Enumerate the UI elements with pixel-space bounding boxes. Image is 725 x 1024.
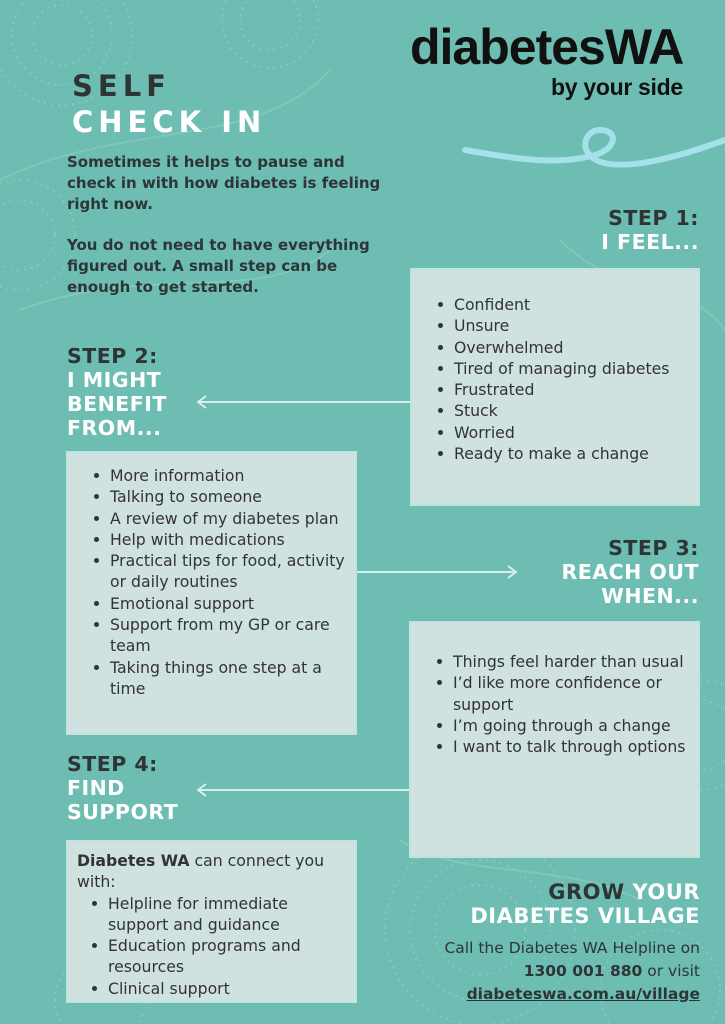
list-item: Taking things one step at a time <box>94 657 345 700</box>
list-item: Unsure <box>438 315 686 336</box>
helpline-phone-line: 1300 001 880 or visit <box>444 960 700 983</box>
page-title-line2: CHECK IN <box>72 105 267 139</box>
step4-lead: Diabetes WA can connect you with: <box>77 850 345 893</box>
logo-swirl <box>462 126 725 168</box>
helpline-or-visit: or visit <box>642 962 700 980</box>
list-item: I’d like more confidence or support <box>437 672 688 715</box>
step4-heading-line1: FIND <box>67 776 125 800</box>
step3-box: Things feel harder than usual I’d like m… <box>409 621 700 858</box>
list-item: Stuck <box>438 400 686 421</box>
helpline-info: Call the Diabetes WA Helpline on 1300 00… <box>444 937 700 1006</box>
step1-list: Confident Unsure Overwhelmed Tired of ma… <box>434 294 686 464</box>
list-item: Clinical support <box>92 978 345 999</box>
list-item: Tired of managing diabetes <box>438 358 686 379</box>
village-link[interactable]: diabeteswa.com.au/village <box>466 985 700 1003</box>
step2-box: More information Talking to someone A re… <box>66 451 357 735</box>
list-item: Practical tips for food, activity or dai… <box>94 551 345 592</box>
step1-label: STEP 1: <box>608 206 699 230</box>
village-your: YOUR <box>624 880 700 904</box>
list-item: Education programs and resources <box>92 935 345 978</box>
step1-heading: I FEEL... <box>601 230 699 254</box>
list-item: Confident <box>438 294 686 315</box>
list-item: Ready to make a change <box>438 443 686 464</box>
step3-label: STEP 3: <box>608 536 699 560</box>
list-item: I want to talk through options <box>437 736 688 757</box>
step2-label: STEP 2: <box>67 344 158 368</box>
village-heading-line1: GROW YOUR <box>548 880 700 905</box>
list-item: Emotional support <box>94 593 345 614</box>
list-item: Help with medications <box>94 529 345 550</box>
step4-lead-bold: Diabetes WA <box>77 851 190 870</box>
step4-lead-rest: can connect you with: <box>77 851 325 892</box>
helpline-call-text: Call the Diabetes WA Helpline on <box>444 939 700 957</box>
list-item: Talking to someone <box>94 486 345 507</box>
list-item: Worried <box>438 422 686 443</box>
step2-heading-line2: BENEFIT <box>67 392 167 416</box>
brand-logo: diabetesWA <box>410 19 684 75</box>
list-item: I’m going through a change <box>437 715 688 736</box>
step2-heading-line3: FROM... <box>67 416 162 440</box>
list-item: Overwhelmed <box>438 337 686 358</box>
step4-label: STEP 4: <box>67 752 158 776</box>
intro-paragraph-1: Sometimes it helps to pause and check in… <box>67 153 381 213</box>
step2-list: More information Talking to someone A re… <box>90 465 345 699</box>
list-item: Frustrated <box>438 379 686 400</box>
village-heading-line2: DIABETES VILLAGE <box>470 904 700 928</box>
village-grow: GROW <box>548 880 625 904</box>
list-item: Support from my GP or care team <box>94 614 345 657</box>
step3-heading-line2: WHEN... <box>601 584 699 608</box>
list-item: A review of my diabetes plan <box>94 508 345 529</box>
step2-heading-line1: I MIGHT <box>67 368 162 392</box>
intro-paragraph-2: You do not need to have everything figur… <box>67 236 370 296</box>
page-title-line1: SELF <box>72 69 171 103</box>
brand-tagline: by your side <box>551 74 683 100</box>
list-item: Things feel harder than usual <box>437 651 688 672</box>
helpline-phone[interactable]: 1300 001 880 <box>523 962 643 980</box>
step3-heading-line1: REACH OUT <box>561 560 699 584</box>
step4-list: Helpline for immediate support and guida… <box>77 893 345 999</box>
list-item: More information <box>94 465 345 486</box>
list-item: Helpline for immediate support and guida… <box>92 893 345 936</box>
step3-list: Things feel harder than usual I’d like m… <box>433 651 688 757</box>
step4-box: Diabetes WA can connect you with: Helpli… <box>66 840 357 1003</box>
step1-box: Confident Unsure Overwhelmed Tired of ma… <box>410 268 700 506</box>
step4-heading-line2: SUPPORT <box>67 800 179 824</box>
